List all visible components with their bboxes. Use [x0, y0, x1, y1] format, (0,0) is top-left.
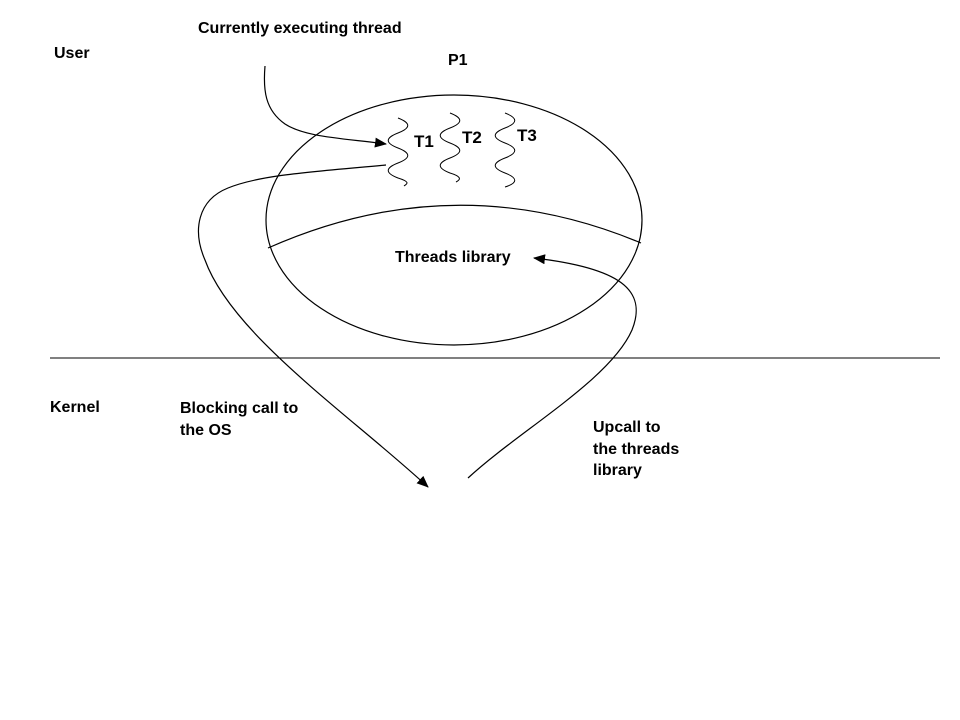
- thread-t1-label: T1: [414, 132, 434, 151]
- upcall-label: Upcall to the threads library: [593, 419, 680, 480]
- thread-t3-label: T3: [517, 126, 537, 145]
- process-oval: [265, 94, 643, 346]
- thread-t2-label: T2: [462, 128, 482, 147]
- thread-wave-t3: [494, 112, 516, 188]
- current-thread-arrow: [263, 65, 387, 148]
- user-label: User: [54, 45, 90, 62]
- thread-wave-t1: [387, 117, 409, 187]
- current-thread-label: Currently executing thread: [198, 20, 402, 37]
- thread-wave-t2: [439, 112, 461, 183]
- blocking-call-arrow: [197, 164, 429, 488]
- kernel-label: Kernel: [50, 399, 100, 416]
- upcall-arrow: [467, 254, 637, 479]
- threads-library-label: Threads library: [395, 249, 511, 266]
- blocking-call-label: Blocking call to the OS: [180, 400, 299, 439]
- threads-library-divider: [267, 204, 642, 249]
- process-p1-label: P1: [448, 52, 468, 69]
